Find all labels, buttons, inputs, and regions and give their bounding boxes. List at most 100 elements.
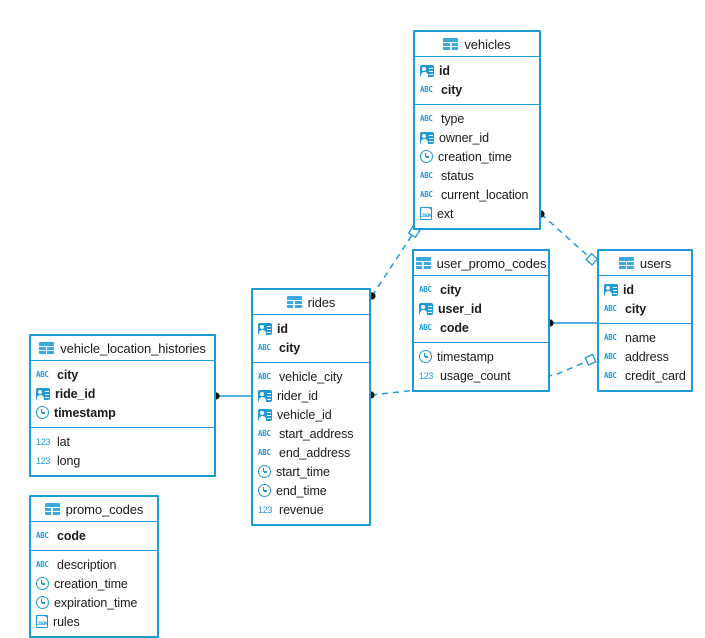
column-name: timestamp: [54, 405, 116, 420]
column-row-ride_id[interactable]: ride_id: [31, 384, 214, 403]
column-name: city: [57, 367, 79, 382]
column-name: start_time: [276, 464, 330, 479]
column-name: start_address: [279, 426, 354, 441]
id-badge-icon: [258, 322, 272, 335]
column-name: address: [625, 349, 669, 364]
column-row-current_location[interactable]: ABC current_location: [415, 185, 539, 204]
table-header-user_promo_codes[interactable]: user_promo_codes: [414, 251, 548, 276]
table-title: vehicle_location_histories: [60, 340, 206, 356]
column-row-creation_time[interactable]: creation_time: [415, 147, 539, 166]
column-row-timestamp[interactable]: timestamp: [414, 347, 548, 366]
column-name: current_location: [441, 187, 529, 202]
abc-icon: ABC: [420, 84, 433, 94]
table-icon: [39, 342, 55, 354]
column-name: creation_time: [438, 149, 512, 164]
column-row-lat[interactable]: 123 lat: [31, 432, 214, 451]
column-row-type[interactable]: ABC type: [415, 109, 539, 128]
column-name: revenue: [279, 502, 324, 517]
column-name: city: [625, 301, 647, 316]
column-name: type: [441, 111, 465, 126]
json-icon: JSON: [36, 615, 48, 628]
column-row-owner_id[interactable]: owner_id: [415, 128, 539, 147]
id-badge-icon: [604, 283, 618, 296]
clock-icon: [36, 406, 49, 419]
relationship-user_promo_codes-to-users[interactable]: [546, 319, 597, 327]
column-name: city: [441, 82, 463, 97]
column-row-id[interactable]: id: [415, 61, 539, 80]
id-badge-icon: [419, 302, 433, 315]
column-row-vehicle_id[interactable]: vehicle_id: [253, 405, 369, 424]
column-row-start_time[interactable]: start_time: [253, 462, 369, 481]
column-name: city: [440, 282, 462, 297]
column-name: name: [625, 330, 656, 345]
table-header-promo_codes[interactable]: promo_codes: [31, 497, 157, 522]
table-header-vehicle_location_histories[interactable]: vehicle_location_histories: [31, 336, 214, 361]
column-row-id[interactable]: id: [253, 319, 369, 338]
column-row-rider_id[interactable]: rider_id: [253, 386, 369, 405]
number-icon: 123: [36, 436, 51, 447]
table-icon: [618, 257, 634, 269]
abc-icon: ABC: [420, 189, 433, 199]
abc-icon: ABC: [604, 332, 617, 342]
column-row-credit_card[interactable]: ABC credit_card: [599, 366, 691, 385]
table-header-rides[interactable]: rides: [253, 290, 369, 315]
column-name: vehicle_city: [279, 369, 343, 384]
abc-icon: ABC: [604, 351, 617, 361]
column-name: description: [57, 557, 117, 572]
abc-icon: ABC: [258, 342, 271, 352]
table-icon: [286, 296, 302, 308]
table-icon: [415, 257, 431, 269]
relationship-vehicle_location_histories-to-rides[interactable]: [212, 392, 251, 400]
table-title: user_promo_codes: [436, 255, 547, 271]
column-row-city[interactable]: ABC city: [415, 80, 539, 99]
table-header-vehicles[interactable]: vehicles: [415, 32, 539, 57]
table-title: rides: [307, 294, 336, 310]
id-badge-icon: [258, 408, 272, 421]
number-icon: 123: [419, 370, 434, 381]
abc-icon: ABC: [420, 170, 433, 180]
column-row-creation_time[interactable]: creation_time: [31, 574, 157, 593]
column-name: creation_time: [54, 576, 128, 591]
column-row-user_id[interactable]: user_id: [414, 299, 548, 318]
abc-icon: ABC: [420, 113, 433, 123]
column-row-id[interactable]: id: [599, 280, 691, 299]
column-name: credit_card: [625, 368, 686, 383]
abc-icon: ABC: [604, 370, 617, 380]
table-header-users[interactable]: users: [599, 251, 691, 276]
column-row-timestamp[interactable]: timestamp: [31, 403, 214, 422]
column-row-expiration_time[interactable]: expiration_time: [31, 593, 157, 612]
column-row-name[interactable]: ABC name: [599, 328, 691, 347]
table-icon: [443, 38, 459, 50]
column-row-address[interactable]: ABC address: [599, 347, 691, 366]
column-row-end_time[interactable]: end_time: [253, 481, 369, 500]
column-name: lat: [57, 434, 70, 449]
